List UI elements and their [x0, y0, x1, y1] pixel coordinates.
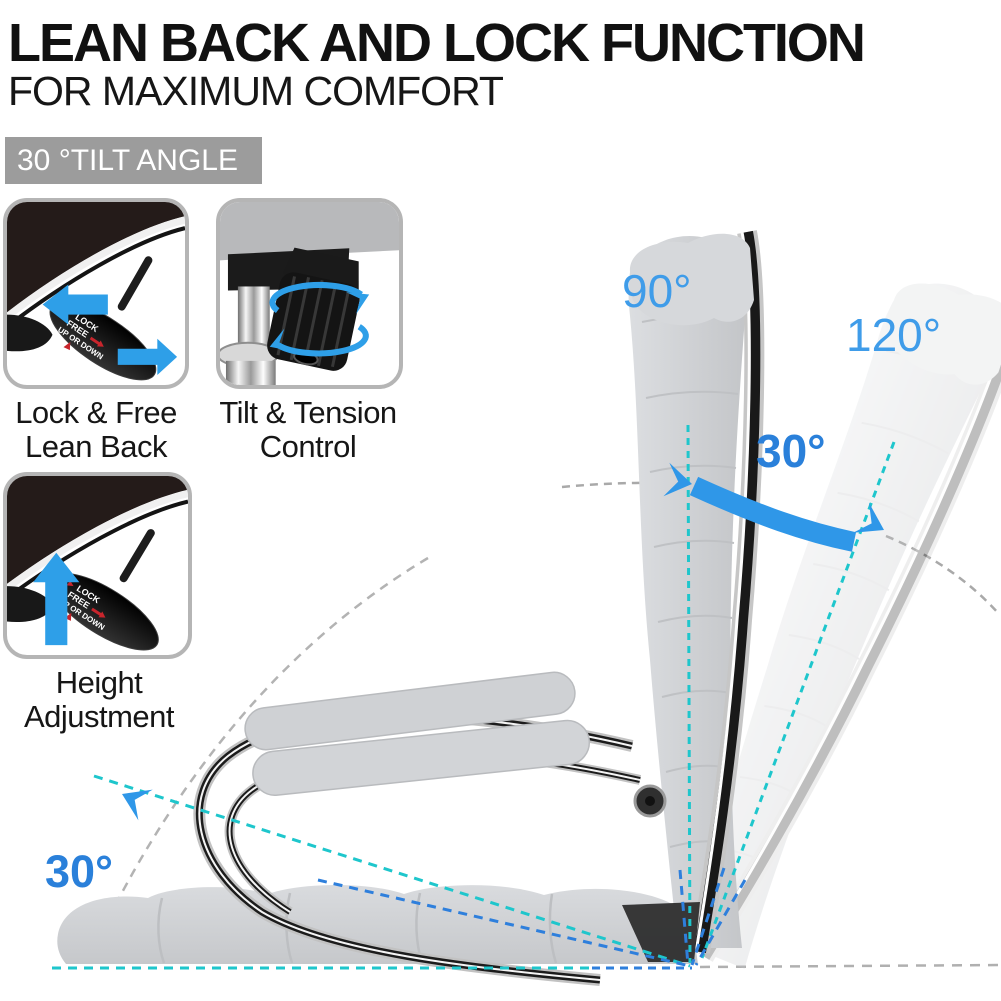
caption-line: Height	[55, 665, 143, 700]
caption-tilt-tension-control: Tilt & Tension Control	[206, 396, 410, 464]
caption-line: Tilt & Tension	[219, 395, 397, 430]
armrest-pad-near	[252, 719, 591, 797]
angle-label-90: 90°	[622, 265, 692, 317]
tension-knob-photo	[220, 202, 399, 385]
seat-mechanism	[622, 902, 700, 962]
rotate-ccw-arrowhead-icon	[269, 328, 293, 352]
rotate-clockwise-icon	[269, 281, 363, 314]
page-title: LEAN BACK AND LOCK FUNCTION	[8, 13, 866, 73]
seat-tilt-line	[93, 774, 691, 968]
caption-line: Adjustment	[23, 699, 175, 734]
arrow-right-icon	[117, 338, 178, 375]
upright-axis-line	[686, 424, 692, 964]
page-subtitle: FOR MAXIMUM COMFORT	[8, 68, 504, 114]
armrest-bolt-center	[645, 796, 655, 806]
angle-label-120: 120°	[846, 309, 941, 361]
caption-line: Lock & Free	[15, 395, 177, 430]
caption-line: Control	[259, 429, 357, 464]
sweep-arrowhead-left-icon	[663, 462, 692, 497]
rotate-cw-arrowhead-icon	[346, 292, 370, 314]
tilt-angle-badge: 30 °TILT ANGLE	[5, 137, 262, 184]
caption-height-adjustment: Height Adjustment	[0, 666, 198, 734]
seat-cushion	[57, 884, 699, 964]
caption-lock-free-lean-back: Lock & Free Lean Back	[0, 396, 192, 464]
floor-guide-right	[699, 963, 1001, 969]
sweep-arrowhead-right-icon	[853, 502, 884, 533]
angle-label-30-range: 30°	[756, 425, 826, 477]
rotate-counterclockwise-icon	[276, 324, 369, 357]
inset-height-adjustment	[3, 472, 192, 659]
pivot-guide-lines	[317, 867, 747, 968]
height-lever-photo	[7, 476, 188, 655]
base-tilt-arrowhead-icon	[122, 789, 153, 821]
seat-slab-photo	[220, 202, 399, 261]
reclined-axis-line	[700, 441, 896, 959]
armrest-pad-far	[244, 671, 576, 751]
arrow-left-icon	[42, 284, 108, 325]
caption-line: Lean Back	[25, 429, 168, 464]
tilt-sweep-band	[689, 476, 857, 552]
cylinder-base	[225, 360, 276, 385]
lock-lever-photo	[7, 202, 185, 385]
angle-label-30-base: 30°	[45, 846, 113, 897]
arrow-up-icon	[33, 552, 80, 646]
inset-lock-free-lean-back	[3, 198, 189, 389]
inset-tilt-tension-control	[216, 198, 403, 389]
